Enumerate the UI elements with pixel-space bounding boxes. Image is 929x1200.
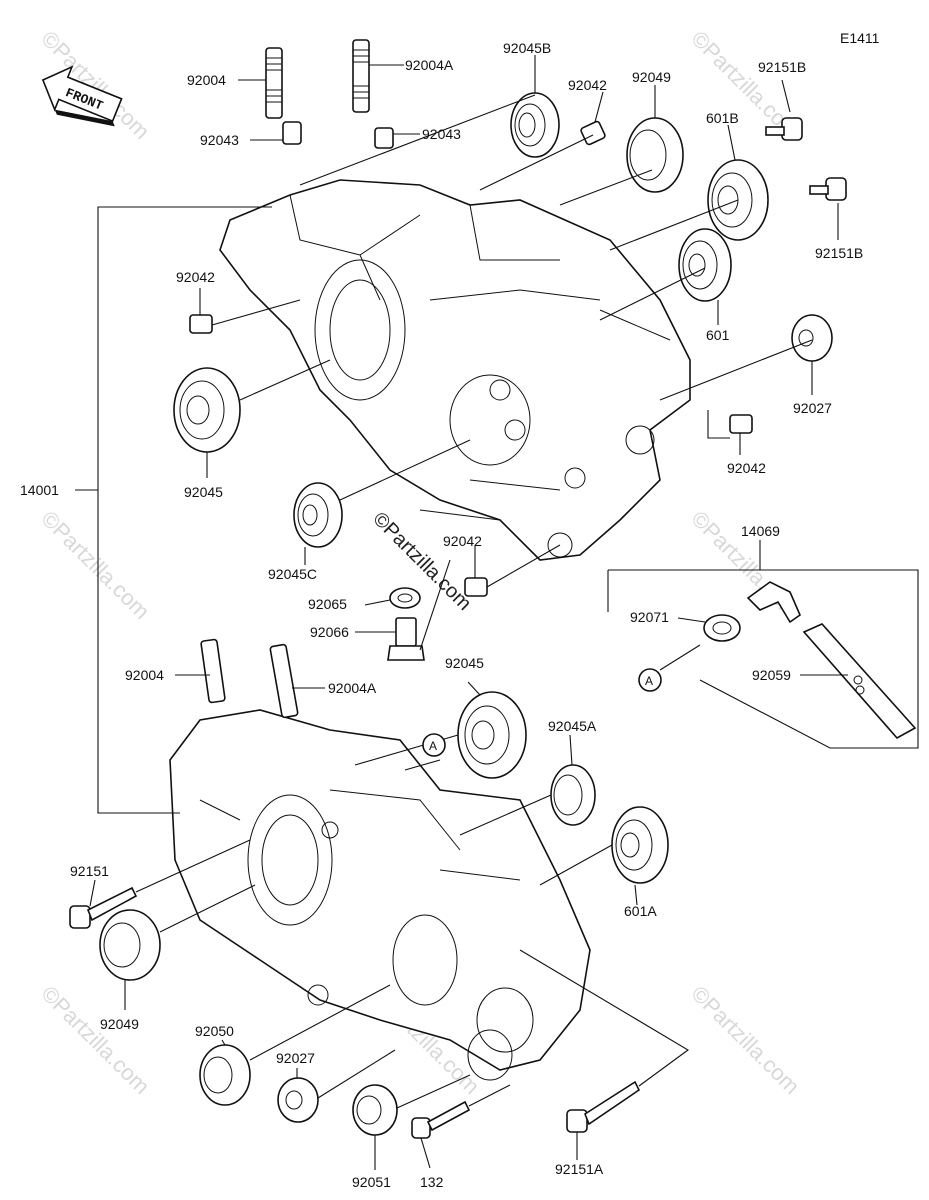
- label-92151: 92151: [70, 863, 109, 879]
- diagram-code: E1411: [840, 30, 880, 46]
- elbow-fitting: [746, 581, 801, 624]
- label-92045B: 92045B: [503, 40, 551, 56]
- plug-92066: [387, 617, 425, 661]
- label-601: 601: [706, 327, 730, 343]
- label-92045-bottom: 92045: [445, 655, 484, 671]
- dowel-92042-left: [189, 314, 213, 334]
- bearing-92045C: [293, 482, 343, 548]
- label-92151A: 92151A: [555, 1161, 604, 1177]
- lower-crankcase: [169, 709, 591, 1081]
- label-92071: 92071: [630, 609, 669, 625]
- callout-a-upper: A: [422, 733, 446, 757]
- dowel-92042-top: [580, 120, 606, 146]
- part-labels: 92004 92004A 92043 92043 92045B 92042 92…: [20, 40, 863, 1190]
- bearing-601: [678, 228, 732, 302]
- watermark-mid-left: ©Partzilla.com: [36, 506, 154, 624]
- label-92027-right: 92027: [793, 400, 832, 416]
- bolt-92151B-right: [809, 177, 847, 201]
- washer-92027-right: [791, 314, 833, 362]
- seal-92051: [352, 1084, 398, 1136]
- callout-a-kit-text: A: [645, 674, 653, 688]
- label-92043-right: 92043: [422, 126, 461, 142]
- stud-92004-bottom: [200, 638, 226, 704]
- label-92045C: 92045C: [268, 566, 317, 582]
- bearing-92045-left: [173, 367, 241, 453]
- seal-92049-bottom: [99, 909, 161, 981]
- bearing-92045A: [550, 764, 596, 826]
- tube-92059: [802, 623, 917, 740]
- bolt-132: [411, 1100, 471, 1139]
- watermark-center: ©Partzilla.com: [368, 508, 475, 615]
- label-92042-top: 92042: [568, 77, 607, 93]
- label-92050: 92050: [195, 1023, 234, 1039]
- label-92049-top: 92049: [632, 69, 671, 85]
- front-arrow-icon: FRONT: [41, 65, 123, 127]
- bolt-92151A: [566, 1080, 641, 1133]
- washer-92027-bottom: [277, 1077, 319, 1123]
- label-92049-bottom: 92049: [100, 1016, 139, 1032]
- label-92045-left: 92045: [184, 484, 223, 500]
- leader-lines: [75, 55, 848, 1170]
- watermark-bottom-right: ©Partzilla.com: [686, 981, 804, 1099]
- label-92004A-top: 92004A: [405, 57, 454, 73]
- label-601B: 601B: [706, 110, 739, 126]
- label-92151B-top: 92151B: [758, 59, 806, 75]
- dowel-92043-right: [374, 127, 394, 149]
- label-92151B-right: 92151B: [815, 245, 863, 261]
- bearing-92045B: [510, 92, 560, 158]
- label-92043-left: 92043: [200, 132, 239, 148]
- label-14069: 14069: [741, 523, 780, 539]
- label-92051: 92051: [352, 1174, 391, 1190]
- label-92066: 92066: [310, 624, 349, 640]
- label-92004-top: 92004: [187, 72, 226, 88]
- bearing-601A: [611, 806, 669, 884]
- label-92059: 92059: [752, 667, 791, 683]
- seal-92049-top: [626, 117, 684, 193]
- label-92042-mid: 92042: [443, 533, 482, 549]
- label-92042-right: 92042: [727, 460, 766, 476]
- label-92042-left: 92042: [176, 269, 215, 285]
- stud-92004A-bottom: [269, 643, 299, 719]
- bolt-92151B-top: [765, 117, 803, 141]
- callout-a-upper-text: A: [429, 739, 437, 753]
- label-92027-bottom: 92027: [276, 1050, 315, 1066]
- stud-92004-top: [265, 47, 283, 119]
- bearing-92045-bottom: [457, 691, 527, 779]
- washer-92065: [389, 587, 421, 609]
- dowel-92042-right: [729, 414, 753, 434]
- label-92004-bottom: 92004: [125, 667, 164, 683]
- grommet-92071: [703, 614, 741, 642]
- watermark-bottom-left: ©Partzilla.com: [36, 981, 154, 1099]
- upper-crankcase: [219, 179, 691, 561]
- label-601A: 601A: [624, 903, 657, 919]
- label-92045A: 92045A: [548, 718, 597, 734]
- callout-a-kit: A: [638, 668, 662, 692]
- bolt-92151: [69, 886, 138, 929]
- dowel-92043-left: [282, 121, 302, 145]
- label-14001: 14001: [20, 482, 59, 498]
- kit-14069-box: [607, 569, 919, 749]
- dowel-92042-mid: [464, 577, 488, 597]
- seal-92050: [199, 1044, 251, 1106]
- label-92004A-bottom: 92004A: [328, 680, 377, 696]
- label-92065: 92065: [308, 596, 347, 612]
- label-132: 132: [420, 1174, 444, 1190]
- stud-92004A-top: [352, 39, 370, 113]
